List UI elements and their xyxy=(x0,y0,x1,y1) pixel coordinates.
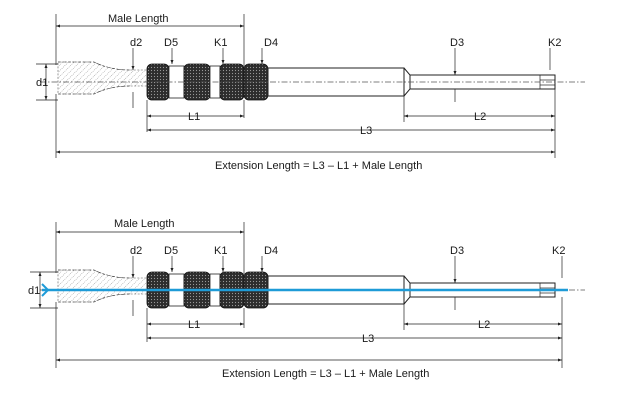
K2-label: K2 xyxy=(552,245,565,257)
d1-label: d1 xyxy=(36,77,48,89)
L1-label: L1 xyxy=(188,319,200,331)
L1-label: L1 xyxy=(188,111,200,123)
d2-label: d2 xyxy=(130,37,142,49)
K1-label: K1 xyxy=(214,37,227,49)
tool-outline xyxy=(39,61,586,101)
d1-label: d1 xyxy=(28,285,40,297)
K1-label: K1 xyxy=(214,245,227,257)
male-length-label: Male Length xyxy=(114,218,175,230)
D4-label: D4 xyxy=(264,37,278,49)
D5-label: D5 xyxy=(164,37,178,49)
D3-label: D3 xyxy=(450,37,464,49)
diagram-top: Male Length d1 d2 D5 K1 D4 D3 K2 L1 L2 L… xyxy=(36,13,586,172)
L2-label: L2 xyxy=(474,111,486,123)
male-length-label: Male Length xyxy=(108,13,169,25)
diagram-bottom: Male Length d1 d2 D5 K1 D4 D3 K2 L1 L2 L… xyxy=(28,218,586,380)
D3-label: D3 xyxy=(450,245,464,257)
L3-label: L3 xyxy=(362,333,374,345)
d2-label: d2 xyxy=(130,245,142,257)
D5-label: D5 xyxy=(164,245,178,257)
D4-label: D4 xyxy=(264,245,278,257)
K2-label: K2 xyxy=(548,37,561,49)
extension-length-caption: Extension Length = L3 – L1 + Male Length xyxy=(222,368,429,380)
L2-label: L2 xyxy=(478,319,490,331)
extension-length-caption: Extension Length = L3 – L1 + Male Length xyxy=(215,160,422,172)
L3-label: L3 xyxy=(360,125,372,137)
